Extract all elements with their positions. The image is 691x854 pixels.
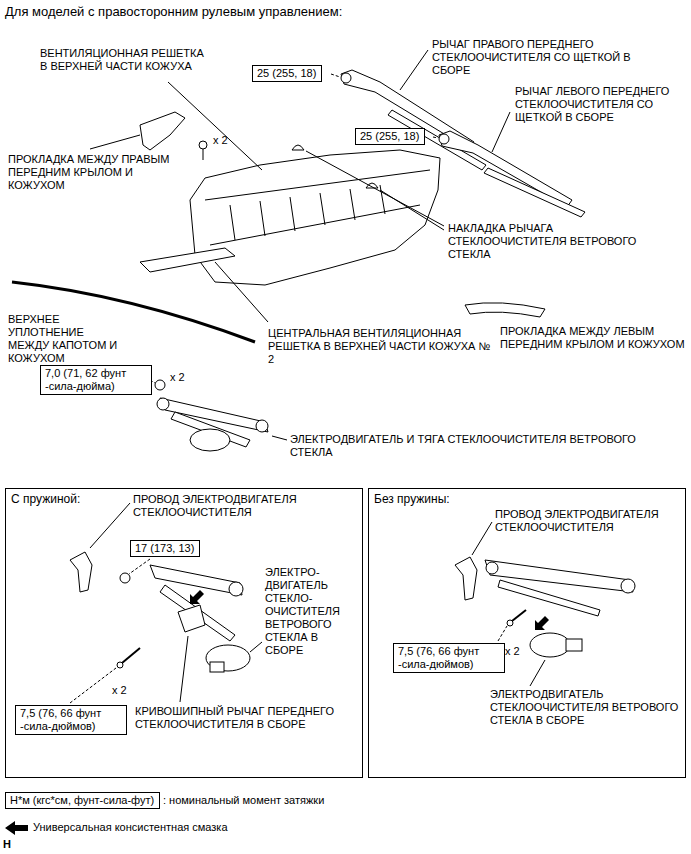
part-label: ЦЕНТРАЛЬНАЯ ВЕНТИЛЯЦИОННАЯ РЕШЕТКА В ВЕР… <box>268 327 493 366</box>
dashed-leader <box>498 626 507 641</box>
nut <box>120 573 130 583</box>
grease-arrow <box>535 616 549 630</box>
link-bar <box>160 585 235 641</box>
part-label: НАКЛАДКА РЫЧАГА СТЕКЛООЧИСТИТЕЛЯ ВЕТРОВО… <box>448 222 653 261</box>
part-label: ПРОВОД ЭЛЕКТРОДВИГАТЕЛЯ СТЕКЛООЧИСТИТЕЛЯ <box>133 493 333 519</box>
leader-line <box>168 82 262 170</box>
torque-box: 7,5 (76, 66 фунт -сила-дюймов) <box>15 705 127 735</box>
cowl-ridge <box>210 205 420 245</box>
quantity-label: Н <box>3 838 11 851</box>
leader-line <box>400 50 428 90</box>
motor-wire <box>455 557 477 600</box>
bolt <box>199 141 207 149</box>
nut <box>155 380 165 390</box>
leader-line <box>215 262 268 322</box>
part-label: ПРОКЛАДКА МЕЖДУ ПРАВЫМ ПЕРЕДНИМ КРЫЛОМ И… <box>8 153 173 192</box>
bolt <box>122 648 140 663</box>
wiper-arm <box>439 131 572 207</box>
fender-seal <box>140 112 185 150</box>
part-label: ВЕНТИЛЯЦИОННАЯ РЕШЕТКА В ВЕРХНЕЙ ЧАСТИ К… <box>40 47 205 73</box>
bolt-head <box>507 620 513 626</box>
legend-text: Универсальная консистентная смазка <box>33 821 228 834</box>
bolt-shank <box>203 149 204 160</box>
motor-wire <box>70 552 92 592</box>
pivot <box>256 420 268 432</box>
wiper-motor <box>530 633 570 657</box>
torque-spec: 7,0 (71, 62 фунт -сила-дюйма) <box>45 367 147 393</box>
pivot <box>486 562 498 574</box>
pivot <box>229 582 243 596</box>
part-label: ПРОВОД ЭЛЕКТРОДВИГАТЕЛЯ СТЕКЛООЧИСТИТЕЛЯ <box>495 508 680 534</box>
leader-line <box>250 642 262 652</box>
torque-spec: Н*м (кгс*см, фунт-сила-фут) <box>10 794 155 807</box>
motor-connector <box>210 662 224 672</box>
cowl-slats <box>230 185 385 240</box>
torque-box: 7,5 (76, 66 фунт -сила-дюймов) <box>393 643 505 673</box>
cowl-ridge <box>205 170 430 200</box>
dashed-leader <box>70 668 116 703</box>
bolt <box>512 610 526 621</box>
torque-box: 17 (173, 13) <box>130 540 200 557</box>
leader-line <box>272 436 287 440</box>
leader-line <box>472 522 492 555</box>
part-label: РЫЧАГ ЛЕВОГО ПЕРЕДНЕГО СТЕКЛООЧИСТИТЕЛЯ … <box>515 85 685 124</box>
quantity-label: x 2 <box>505 645 520 658</box>
legend-text: : номинальный момент затяжки <box>163 794 324 807</box>
part-label: ЭЛЕКТРОДВИГАТЕЛЬ И ТЯГА СТЕКЛООЧИСТИТЕЛЯ… <box>290 433 680 459</box>
nut <box>439 134 449 144</box>
fender-seal <box>465 303 545 317</box>
part-label: КРИВОШИПНЫЙ РЫЧАГ ПЕРЕДНЕГО СТЕКЛООЧИСТИ… <box>135 705 360 731</box>
pivot <box>621 579 635 593</box>
cowl-louver <box>190 150 440 285</box>
dashed-leader <box>129 559 150 574</box>
diagram-title: Для моделей с правосторонним рулевым упр… <box>5 4 342 19</box>
leader-line <box>530 660 545 686</box>
leader-line <box>90 135 140 149</box>
wiper-motor <box>206 645 250 671</box>
torque-spec: 7,5 (76, 66 фунт -сила-дюймов) <box>20 707 122 733</box>
leader-line <box>90 503 130 548</box>
torque-box: 25 (255, 18) <box>252 65 322 82</box>
panel-heading: Без пружины: <box>369 489 685 509</box>
pivot <box>157 398 169 410</box>
part-label: ЭЛЕКТРО- ДВИГАТЕЛЬ СТЕКЛО- ОЧИСТИТЕЛЯ ВЕ… <box>265 566 357 657</box>
part-label: ПРОКЛАДКА МЕЖДУ ЛЕВЫМ ПЕРЕДНИМ КРЫЛОМ И … <box>500 325 685 351</box>
legend-grease-arrow <box>5 821 28 835</box>
quantity-label: x 2 <box>213 134 228 147</box>
dashed-leader <box>433 137 438 138</box>
torque-spec: 25 (255, 18) <box>257 67 317 80</box>
leader-line <box>492 112 510 152</box>
dashed-leader <box>331 74 340 77</box>
wiper-motor <box>190 429 230 451</box>
grease-arrow <box>190 590 204 604</box>
link-bar <box>498 580 600 616</box>
bolt-head <box>117 662 123 668</box>
arm-cover <box>292 145 304 150</box>
quantity-label: x 2 <box>112 684 127 697</box>
wiper-blade <box>484 168 585 217</box>
torque-spec: 25 (255, 18) <box>360 130 420 143</box>
legend-sample-box: Н*м (кгс*см, фунт-сила-фут) <box>5 792 160 809</box>
leader-line <box>180 636 188 702</box>
torque-box: 25 (255, 18) <box>355 128 425 145</box>
torque-box: 7,0 (71, 62 фунт -сила-дюйма) <box>40 365 152 395</box>
part-label: РЫЧАГ ПРАВОГО ПЕРЕДНЕГО СТЕКЛООЧИСТИТЕЛЯ… <box>432 38 647 77</box>
part-label: ЭЛЕКТРОДВИГАТЕЛЬ СТЕКЛООЧИСТИТЕЛЯ ВЕТРОВ… <box>490 688 680 727</box>
quantity-label: x 2 <box>170 371 185 384</box>
torque-spec: 17 (173, 13) <box>135 542 195 555</box>
crank-arm <box>178 605 205 632</box>
nut <box>341 73 351 83</box>
motor-body <box>566 639 582 651</box>
leader-line <box>306 151 444 226</box>
part-label: ВЕРХНЕЕ УПЛОТНЕНИЕ МЕЖДУ КАПОТОМ И КОЖУХ… <box>8 313 123 365</box>
torque-spec: 7,5 (76, 66 фунт -сила-дюймов) <box>398 645 500 671</box>
